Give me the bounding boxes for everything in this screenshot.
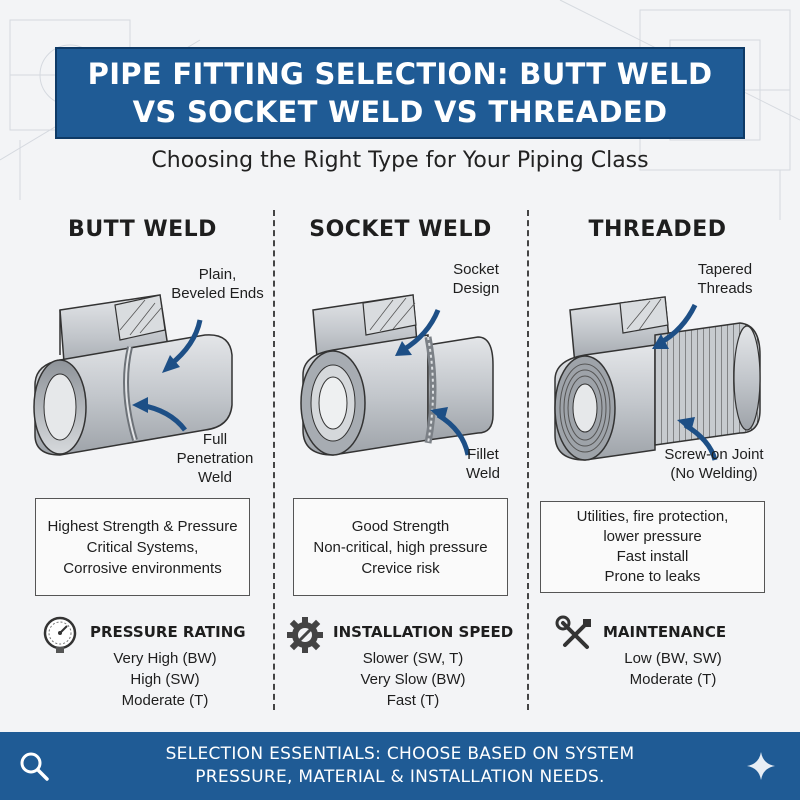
metric-value: Very Slow (BW) xyxy=(360,671,466,688)
metric-value: Slower (SW, T) xyxy=(362,650,464,667)
label-tapered-threads: Tapered Threads xyxy=(697,261,753,297)
metric-installation-speed: INSTALLATION SPEED Slower (SW, T) Very S… xyxy=(285,615,535,725)
column-threaded: THREADED xyxy=(535,205,780,605)
wrench-screwdriver-icon xyxy=(555,615,591,649)
socket-weld-fitting-illustration xyxy=(300,294,494,456)
pressure-gauge-icon xyxy=(43,616,77,653)
label-plain-beveled-ends: Plain, Beveled Ends xyxy=(171,266,264,302)
metric-maintenance: MAINTENANCE Low (BW, SW) Moderate (T) xyxy=(555,615,795,725)
metric-value: Low (BW, SW) xyxy=(624,650,722,667)
page-subtitle: Choosing the Right Type for Your Piping … xyxy=(151,148,649,173)
description-line: Highest Strength & Pressure xyxy=(47,517,238,535)
label-screw-on-joint: Screw-on Joint (No Welding) xyxy=(664,446,764,482)
metric-values: Very High (BW) High (SW) Moderate (T) xyxy=(90,648,240,711)
description-line: Utilities, fire protection, xyxy=(576,508,729,525)
metric-title: MAINTENANCE xyxy=(603,623,727,641)
butt-weld-fitting-illustration xyxy=(33,294,233,456)
label-full-penetration-weld: Full Penetration Weld xyxy=(176,431,254,486)
sparkle-icon xyxy=(747,752,775,780)
metric-values: Low (BW, SW) Moderate (T) xyxy=(603,648,743,690)
description-line: Critical Systems, xyxy=(86,538,199,556)
threaded-fitting-illustration xyxy=(554,296,761,461)
metric-title: INSTALLATION SPEED xyxy=(333,623,514,641)
description-line: Corrosive environments xyxy=(63,559,222,577)
page-title: PIPE FITTING SELECTION: BUTT WELD VS SOC… xyxy=(87,57,713,129)
metric-title: PRESSURE RATING xyxy=(90,623,246,641)
column-heading: THREADED xyxy=(588,217,727,242)
description-line: Fast install xyxy=(616,548,689,565)
search-icon[interactable] xyxy=(18,750,50,782)
metric-values: Slower (SW, T) Very Slow (BW) Fast (T) xyxy=(333,648,493,711)
title-banner: PIPE FITTING SELECTION: BUTT WELD VS SOC… xyxy=(55,47,745,139)
column-divider xyxy=(527,210,529,710)
column-socket-weld: SOCKET WELD Socket Design Fillet Weld Go… xyxy=(278,205,523,605)
metric-value: High (SW) xyxy=(130,671,200,688)
label-socket-design: Socket Design xyxy=(452,261,500,297)
description-line: Prone to leaks xyxy=(604,568,701,585)
description-line: Good Strength xyxy=(351,517,450,535)
description-box: Highest Strength & Pressure Critical Sys… xyxy=(35,498,250,596)
metric-value: Very High (BW) xyxy=(113,650,217,667)
description-line: Non-critical, high pressure xyxy=(313,538,488,556)
footer-banner: SELECTION ESSENTIALS: CHOOSE BASED ON SY… xyxy=(0,732,800,800)
description-box: Good Strength Non-critical, high pressur… xyxy=(293,498,508,596)
column-heading: SOCKET WELD xyxy=(309,217,492,242)
description-line: lower pressure xyxy=(603,528,702,545)
metric-value: Moderate (T) xyxy=(629,671,717,688)
description-line: Crevice risk xyxy=(361,559,440,577)
column-heading: BUTT WELD xyxy=(68,217,217,242)
label-fillet-weld: Fillet Weld xyxy=(466,446,500,482)
column-butt-weld: BUTT WELD Plain, Beveled Ends Fu xyxy=(20,205,265,605)
gear-wrench-icon xyxy=(287,617,323,653)
column-divider xyxy=(273,210,275,710)
metric-pressure-rating: PRESSURE RATING Very High (BW) High (SW)… xyxy=(42,615,292,725)
footer-text: SELECTION ESSENTIALS: CHOOSE BASED ON SY… xyxy=(165,744,635,787)
description-box: Utilities, fire protection, lower pressu… xyxy=(540,501,765,593)
metric-value: Moderate (T) xyxy=(121,692,209,709)
metric-value: Fast (T) xyxy=(386,692,440,709)
